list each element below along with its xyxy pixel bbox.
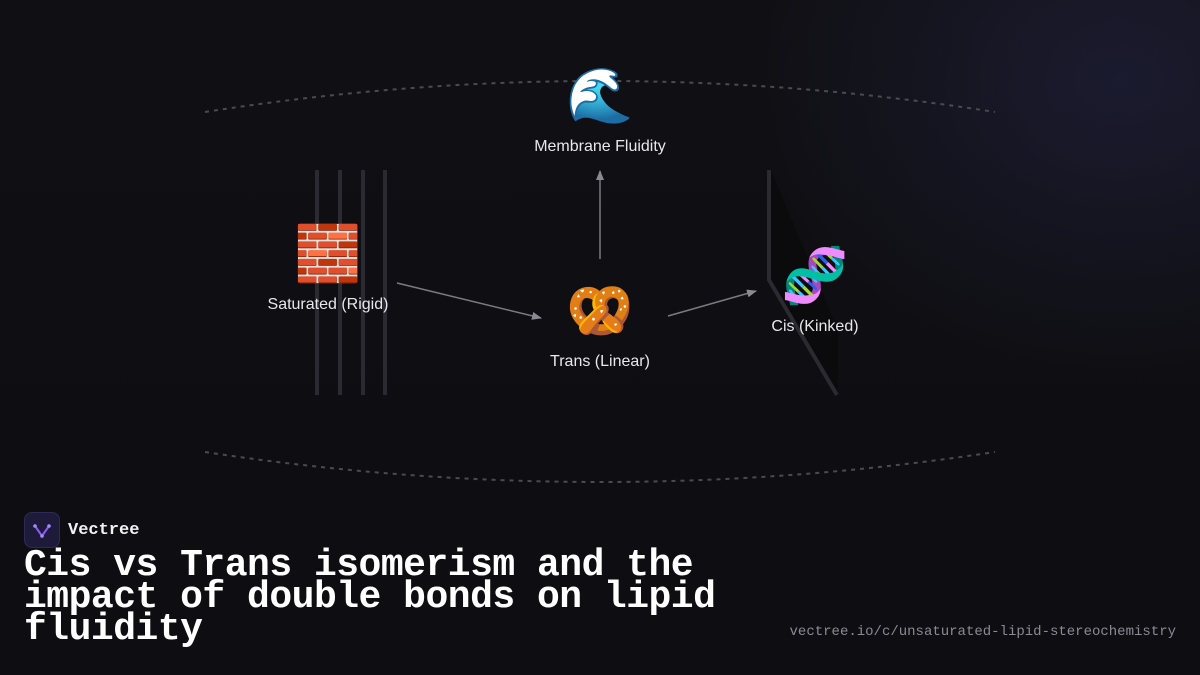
vectree-logo-icon	[24, 512, 60, 548]
page-title: Cis vs Trans isomerism and the impact of…	[24, 544, 716, 651]
cis-kink-shadow	[771, 170, 838, 396]
node-label: Membrane Fluidity	[534, 138, 666, 155]
node-label: Trans (Linear)	[550, 353, 650, 370]
cis-kinked-chain	[767, 170, 839, 397]
node-label: Saturated (Rigid)	[267, 296, 389, 313]
saturated-chains	[315, 170, 387, 395]
bottom-dashed-arc	[204, 451, 996, 483]
node-membrane-fluidity[interactable]: 🌊 Membrane Fluidity	[510, 66, 690, 156]
pretzel-icon: 🥨	[566, 281, 634, 341]
brand-name: Vectree	[68, 520, 140, 540]
arrow-trans-to-cis	[667, 289, 757, 317]
brick-icon: 🧱	[294, 224, 362, 284]
node-cis[interactable]: 🧬 Cis (Kinked)	[740, 246, 890, 336]
dna-icon: 🧬	[781, 246, 849, 306]
arrow-saturated-to-trans	[396, 282, 542, 320]
node-saturated[interactable]: 🧱 Saturated (Rigid)	[243, 224, 413, 314]
page-url[interactable]: vectree.io/c/unsaturated-lipid-stereoche…	[789, 624, 1176, 640]
node-label: Cis (Kinked)	[771, 318, 859, 335]
top-dashed-arc	[204, 80, 996, 113]
wave-icon: 🌊	[566, 66, 634, 126]
brand: Vectree	[24, 512, 139, 548]
node-trans[interactable]: 🥨 Trans (Linear)	[520, 281, 680, 371]
